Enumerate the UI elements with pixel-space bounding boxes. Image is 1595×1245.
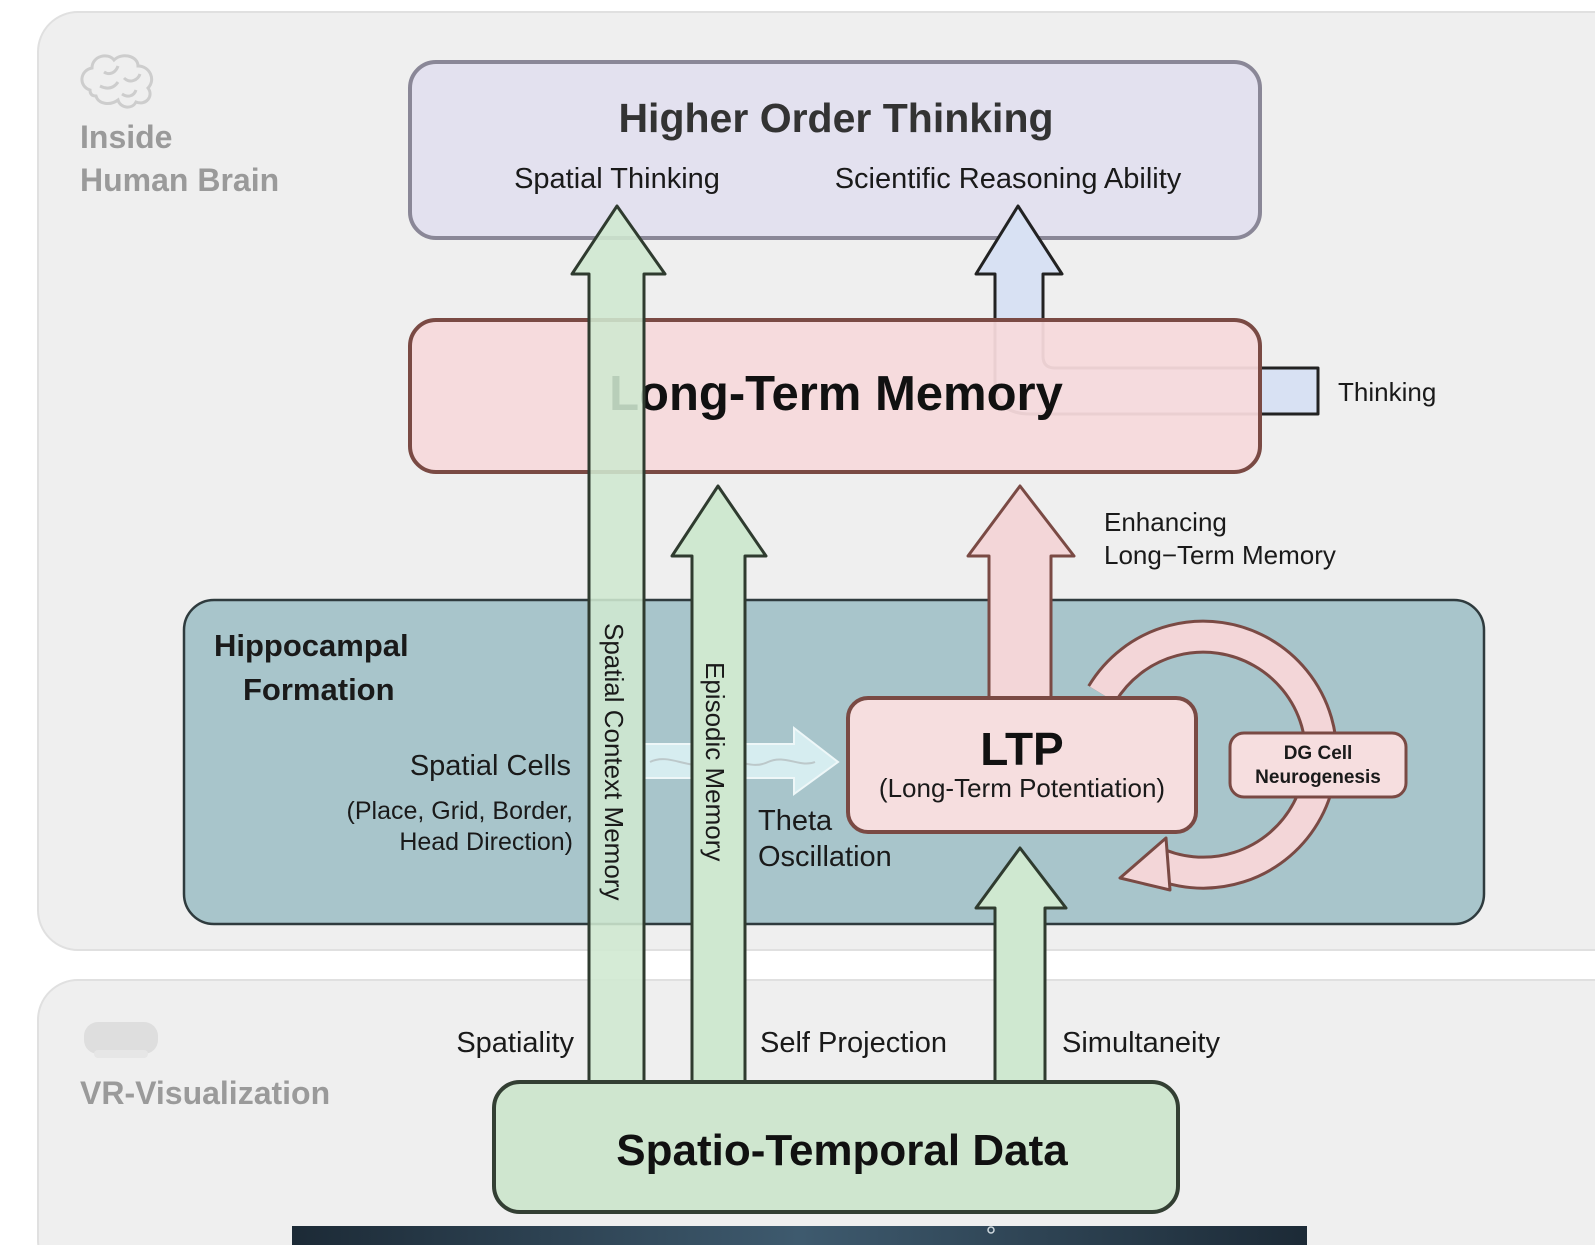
higher-order-thinking-title: Higher Order Thinking — [618, 95, 1053, 141]
long-term-memory-title: Long-Term Memory — [609, 367, 1063, 421]
spatial-cells-sub1: (Place, Grid, Border, — [347, 797, 573, 825]
vr-label: VR-Visualization — [80, 1075, 330, 1111]
thinking-label: Thinking — [1338, 377, 1436, 407]
spatial-cells-sub2: Head Direction) — [399, 828, 573, 856]
theta-label-line1: Theta — [758, 805, 833, 837]
dg-neurogenesis-cycle — [1087, 619, 1339, 892]
spatial-cells-label: Spatial Cells — [410, 750, 571, 782]
simultaneity-arrow — [974, 846, 1068, 1086]
strip-marker — [987, 1226, 995, 1234]
theta-label-line2: Oscillation — [758, 841, 892, 873]
dg-cell-box — [1228, 731, 1408, 799]
hippocampus-label-line1: Hippocampal — [214, 628, 409, 663]
hippocampus-label-line2: Formation — [243, 672, 395, 707]
ltp-subtitle: (Long-Term Potentiation) — [879, 773, 1165, 803]
episodic-memory-label: Episodic Memory — [700, 662, 730, 861]
scientific-reasoning-label: Scientific Reasoning Ability — [835, 163, 1182, 195]
dg-cell-label-line1: DG Cell — [1284, 743, 1353, 764]
episodic-memory-arrow — [670, 484, 768, 1086]
brain-icon — [80, 54, 154, 109]
dg-cell-label-line2: Neurogenesis — [1255, 767, 1381, 788]
spatio-temporal-data-title: Spatio-Temporal Data — [616, 1126, 1068, 1175]
ltp-title: LTP — [980, 723, 1063, 775]
spatio-temporal-data-box — [492, 1080, 1180, 1214]
spatial-context-memory-arrow — [570, 204, 667, 1086]
ltp-box — [846, 696, 1198, 834]
self-projection-label: Self Projection — [760, 1027, 947, 1059]
spatial-thinking-label: Spatial Thinking — [514, 163, 720, 195]
brain-label-line1: Inside — [80, 119, 172, 155]
vr-headset-icon — [84, 1022, 158, 1058]
bottom-strip — [292, 1226, 1307, 1245]
simultaneity-label: Simultaneity — [1062, 1027, 1220, 1059]
enhancing-ltm-arrow — [966, 484, 1076, 702]
enhancing-label-line1: Enhancing — [1104, 507, 1227, 537]
enhancing-label-line2: Long−Term Memory — [1104, 540, 1336, 570]
brain-label-line2: Human Brain — [80, 162, 279, 198]
spatiality-label: Spatiality — [456, 1027, 574, 1059]
spatial-context-memory-label: Spatial Context Memory — [599, 623, 629, 900]
higher-order-thinking-box — [408, 60, 1262, 240]
